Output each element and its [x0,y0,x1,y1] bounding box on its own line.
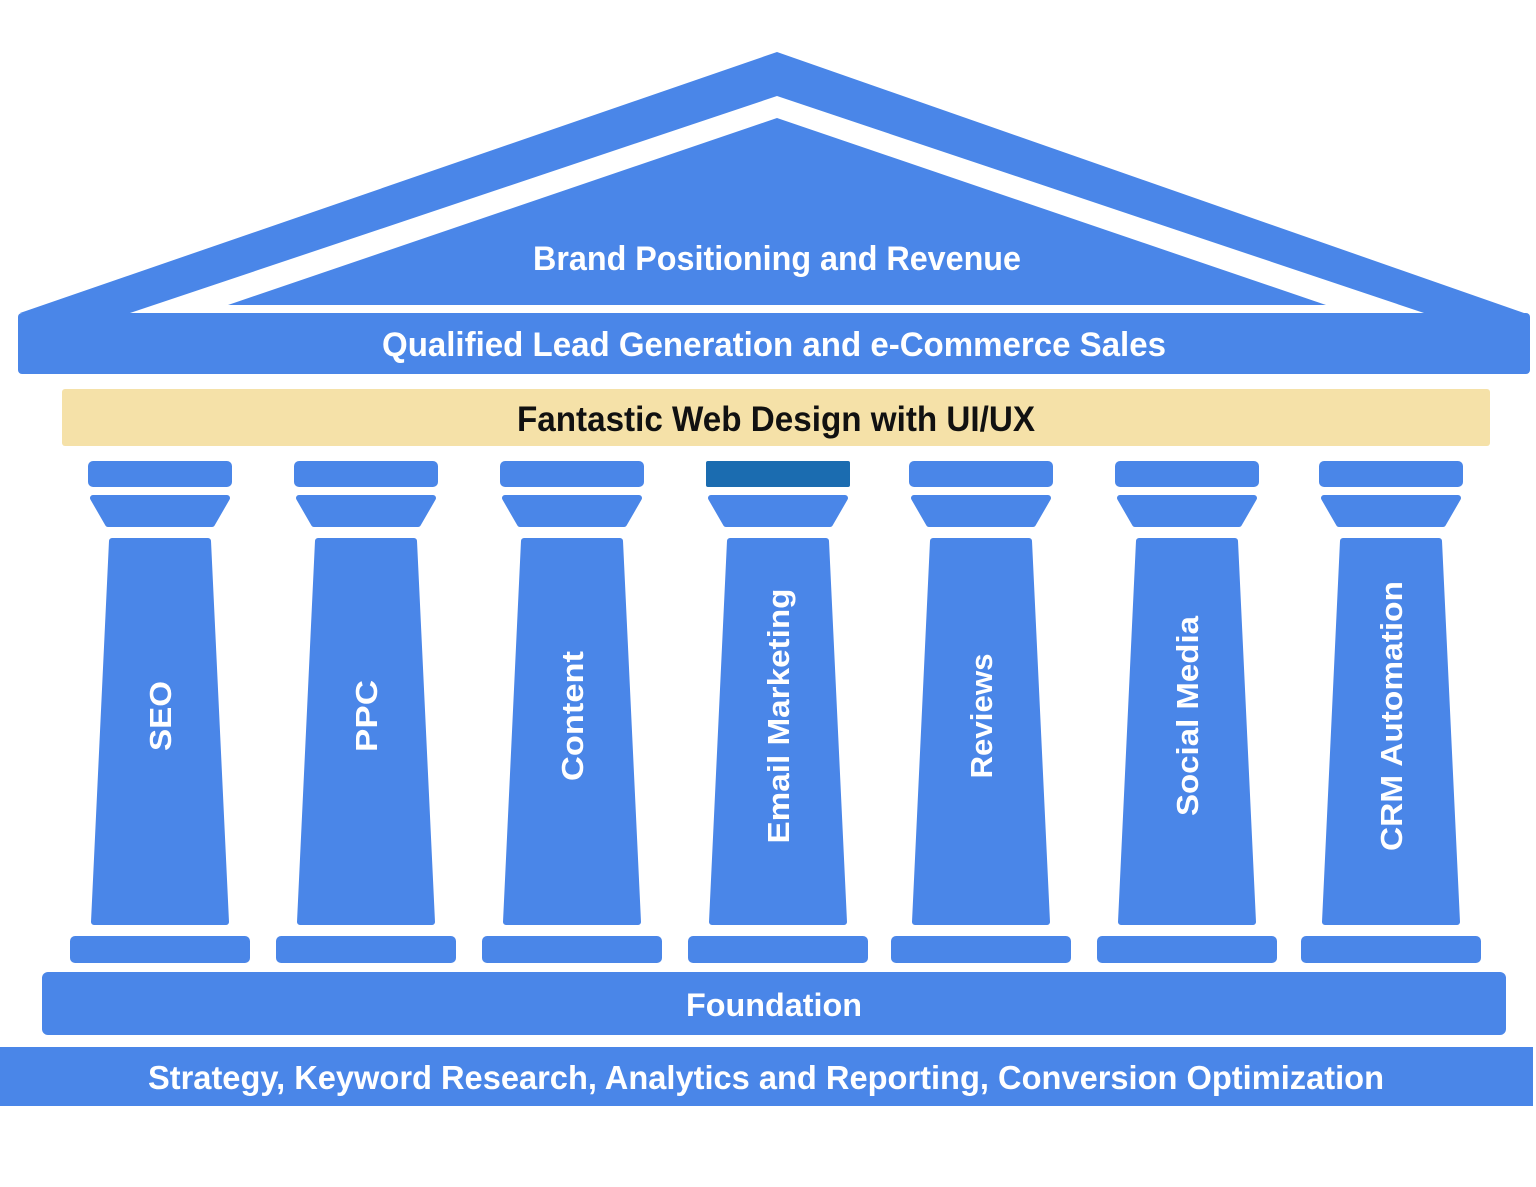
pillar-ppc-shaft [297,538,435,925]
pillar-ppc-base [276,936,456,963]
pillar-reviews-shaft [912,538,1050,925]
pillar-social-media-cap-bar [1115,461,1259,487]
pillar-email-marketing-shaft [709,538,847,925]
pillar-social-media-capital [1117,495,1257,527]
pillar-crm-automation-shaft [1322,538,1460,925]
architrave-band: Qualified Lead Generation and e-Commerce… [18,313,1530,374]
pillar-seo-shaft [91,538,229,925]
pillar-crm-automation-label: CRM Automation [1374,581,1409,851]
pillar-content-shaft [503,538,641,925]
pillar-crm-automation-capital [1321,495,1461,527]
pillar-social-media-shaft [1118,538,1256,925]
pillar-seo: SEO [70,461,250,963]
web-design-band: Fantastic Web Design with UI/UX [62,389,1490,446]
pillar-ppc-cap-bar [294,461,438,487]
pillar-crm-automation-cap-bar [1319,461,1463,487]
pediment-inner-triangle [228,118,1326,305]
pillar-seo-label: SEO [143,681,178,751]
pediment: Brand Positioning and Revenue [20,52,1524,313]
pillar-email-marketing-capital [708,495,848,527]
base-strip-rect [0,1047,1533,1106]
pillar-reviews: Reviews [891,461,1071,963]
base-strip: Strategy, Keyword Research, Analytics an… [0,1047,1533,1106]
web-design-rect [62,389,1490,446]
web-design-label: Fantastic Web Design with UI/UX [517,400,1036,439]
pillar-email-marketing: Email Marketing [688,461,868,963]
pillar-ppc-label: PPC [349,680,384,752]
pillar-ppc-capital [296,495,436,527]
pillar-content-base [482,936,662,963]
base-strip-label: Strategy, Keyword Research, Analytics an… [148,1059,1384,1096]
foundation-rect [42,972,1506,1035]
pillar-content-capital [502,495,642,527]
pillar-reviews-cap-bar [909,461,1053,487]
pillar-email-marketing-label: Email Marketing [761,589,796,844]
pillar-ppc: PPC [276,461,456,963]
pillar-email-marketing-base [688,936,868,963]
pillar-reviews-capital [911,495,1051,527]
pillar-reviews-base [891,936,1071,963]
pediment-title: Brand Positioning and Revenue [533,240,1021,278]
foundation-band: Foundation [42,972,1506,1035]
pillar-seo-cap-bar [88,461,232,487]
pillar-seo-capital [90,495,230,527]
foundation-label: Foundation [686,987,862,1023]
architrave-rect [18,313,1530,374]
pillar-crm-automation-base [1301,936,1481,963]
pillar-email-marketing-cap-bar-highlight [706,461,850,487]
pillar-crm-automation: CRM Automation [1301,461,1481,963]
pillar-social-media-label: Social Media [1170,615,1205,816]
pillar-content-label: Content [555,651,590,781]
pillar-reviews-label: Reviews [964,654,999,779]
pillar-content: Content [482,461,662,963]
pillar-content-cap-bar [500,461,644,487]
pillar-social-media: Social Media [1097,461,1277,963]
pillar-social-media-base [1097,936,1277,963]
pillar-seo-base [70,936,250,963]
architrave-label: Qualified Lead Generation and e-Commerce… [382,326,1166,364]
